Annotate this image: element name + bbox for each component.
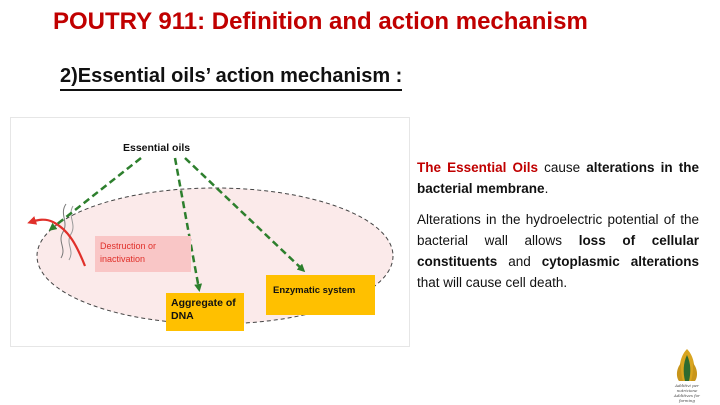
escape-arrow	[27, 216, 87, 267]
enzymatic-system-box: Enzymatic system	[266, 275, 375, 315]
text-run: that will cause cell death.	[417, 275, 568, 290]
company-logo: Additivi per nutrizione Additives for fa…	[666, 347, 708, 403]
arrow-to-enzymatic	[184, 157, 306, 273]
essential-oils-label: Essential oils	[123, 142, 191, 154]
arrow-to-aggregate	[173, 157, 203, 292]
logo-line: Additivi per nutrizione	[675, 383, 699, 393]
text-run: Alterations in the hydroelectric potenti…	[417, 212, 699, 248]
destruction-box: Destruction or inactivation	[95, 236, 191, 272]
paragraph-membrane: The Essential Oils cause alterations in …	[417, 157, 699, 199]
highlight-essential-oils: The Essential Oils	[417, 160, 539, 175]
plant-leaves-icon	[676, 349, 698, 381]
heading-underline	[60, 89, 403, 91]
bold-run: cytoplasmic alterations	[541, 254, 699, 269]
logo-tagline: Additivi per nutrizione Additives for fa…	[666, 383, 708, 403]
mechanism-diagram: Essential oils Destruction or inactivati…	[10, 117, 410, 347]
text-run: cause	[538, 160, 587, 175]
bold-run: alterations in the bacterial membrane	[417, 160, 699, 196]
section-heading: 2)Essential oils’ action mechanism :	[60, 65, 403, 91]
text-run: and	[497, 254, 542, 269]
explanation-text: The Essential Oils cause alterations in …	[417, 157, 699, 303]
logo-line: Additives for farming	[674, 393, 700, 403]
aggregate-dna-box: Aggregate of DNA	[166, 293, 244, 331]
section-heading-text: 2)Essential oils’ action mechanism :	[60, 65, 403, 87]
arrow-to-destruction	[48, 157, 142, 231]
membrane-break-line	[60, 203, 67, 259]
slide-title: POUTRY 911: Definition and action mechan…	[53, 8, 588, 35]
text-run: .	[544, 181, 549, 196]
paragraph-alterations: Alterations in the hydroelectric potenti…	[417, 209, 699, 293]
bold-run: loss of cellular constituents	[417, 233, 699, 269]
